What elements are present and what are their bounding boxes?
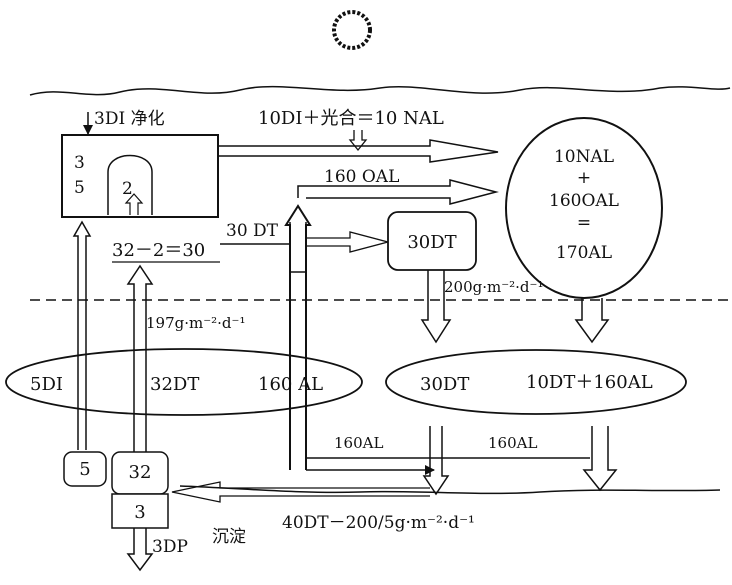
column-to-30dt-arrow	[306, 231, 391, 253]
bottom-box-3	[111, 493, 169, 529]
ellipse-left-5di: 5DI	[30, 374, 63, 395]
dt-30-box-label: 30DT	[407, 232, 456, 253]
box-equation: 32－2＝30	[112, 240, 205, 261]
ellipse-left-160al: 160 AL	[258, 374, 323, 395]
recycle-loop	[107, 154, 153, 215]
photosynthesis-down-arrow	[348, 130, 368, 152]
label-dt-30-arrow: 30 DT	[226, 221, 279, 241]
label-al-160-a: 160AL	[334, 434, 383, 452]
ellipse-right-30dt: 30DT	[420, 374, 469, 395]
photosynthesis-equation: 10DI＋光合＝10 NAL	[258, 108, 444, 129]
bottom-box-5	[63, 451, 107, 487]
label-3dp: 3DP	[152, 537, 188, 557]
bottom-box-5-label: 5	[79, 459, 90, 480]
algae-circle	[505, 117, 663, 299]
bottom-box-32-label: 32	[129, 462, 152, 483]
dt-30-down-arrow	[420, 270, 452, 344]
label-purify: 3DI 净化	[94, 109, 165, 129]
sun-icon	[332, 10, 372, 50]
circle-plus: +	[577, 168, 591, 188]
bottom-return-arrow	[171, 481, 430, 503]
label-al-160-b: 160AL	[488, 434, 537, 452]
ellipse-right-sum: 10DT＋160AL	[526, 372, 653, 393]
dt-30-box	[387, 211, 477, 271]
column-top-box	[289, 222, 307, 273]
label-bottom-flux: 40DT－200/5g·m⁻²·d⁻¹	[282, 513, 475, 533]
label-flux-200: 200g·m⁻²·d⁻¹	[444, 278, 543, 296]
bottom-box-3-label: 3	[134, 502, 145, 523]
box-num-a: 3	[74, 153, 85, 173]
right-ellipse	[385, 349, 687, 415]
left-ellipse	[5, 348, 363, 416]
label-sediment: 沉淀	[212, 527, 246, 547]
left-up-arrow-5	[72, 220, 92, 450]
label-flux-197: 197g·m⁻²·d⁻¹	[146, 314, 245, 332]
al-down-arrow-mid	[422, 426, 450, 496]
box-num-b: 5	[74, 178, 85, 198]
bottom-surface-line	[179, 485, 721, 495]
box-num-c: 2	[122, 179, 133, 199]
main-box	[61, 134, 219, 218]
circle-eq: =	[577, 213, 591, 233]
ellipse-left-32dt: 32DT	[150, 374, 199, 395]
oal-arrow	[297, 179, 499, 205]
box-to-circle-arrow	[218, 139, 499, 163]
sediment-down-arrow	[126, 528, 154, 572]
water-surface-line	[29, 85, 731, 96]
al-down-arrow-right	[582, 426, 618, 492]
circle-line2: 160OAL	[549, 191, 619, 211]
small-up-arrow	[124, 193, 144, 215]
label-oal-160: 160 OAL	[324, 167, 399, 187]
circle-line3: 170AL	[556, 243, 612, 263]
left-up-arrow-32	[126, 264, 154, 452]
circle-line1: 10NAL	[554, 147, 614, 167]
circle-down-arrow	[574, 298, 610, 344]
